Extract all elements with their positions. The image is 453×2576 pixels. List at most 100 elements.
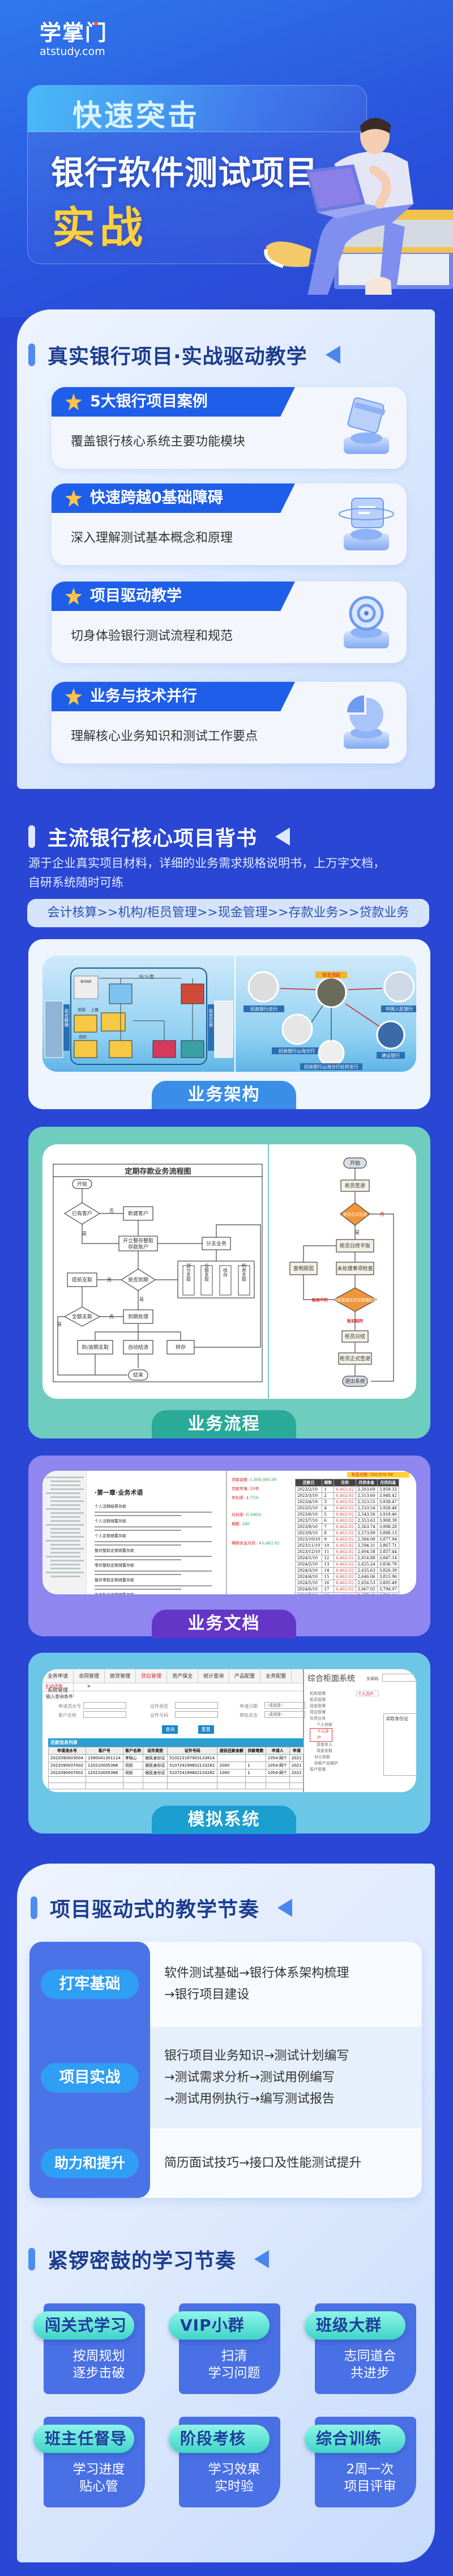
system-tab[interactable]: 系统管理 [42, 1684, 74, 1697]
tree-item[interactable]: 个人存款 [317, 1722, 332, 1727]
outline-line[interactable] [46, 1492, 80, 1494]
cash-trade-label: 现金交易 [208, 1009, 213, 1028]
outline-line[interactable] [46, 1508, 80, 1510]
table-cell: 510724199602133282 [166, 1762, 218, 1769]
tree-item[interactable]: 个人开户 [310, 1728, 332, 1742]
trade-code-input[interactable] [382, 1674, 416, 1682]
loan-amount-label: 贷款金额: [232, 1478, 249, 1482]
feature-tab [52, 387, 295, 417]
flow-label: 全额支取 [72, 1313, 92, 1320]
outline-line[interactable] [50, 1552, 80, 1554]
table-cell: 2000 [217, 1762, 246, 1769]
outline-line[interactable] [50, 1560, 84, 1561]
desc-line: 学习效果 [208, 2462, 260, 2477]
tree-item[interactable]: 现金存入 [317, 1742, 332, 1747]
flow-connector [57, 1316, 127, 1376]
outline-line[interactable] [50, 1544, 80, 1546]
system-tab[interactable]: 贷后管理 [136, 1670, 168, 1683]
table-cell: 2023/3/10 [294, 1492, 323, 1499]
table-cell: 6,462.02 [334, 1548, 356, 1555]
tree-item[interactable]: 负债业务 [310, 1716, 326, 1721]
tree-item[interactable]: 现金管理 [310, 1704, 326, 1708]
outline-line[interactable] [46, 1540, 80, 1542]
table-cell: 李晓心 [122, 1754, 144, 1762]
column-header: 月供 [334, 1479, 356, 1487]
outline-line[interactable] [50, 1520, 80, 1522]
table-cell: 3 [322, 1499, 335, 1505]
system-tab[interactable]: 合同管理 [74, 1670, 105, 1683]
outline-line[interactable] [50, 1536, 84, 1538]
tree-item[interactable]: 现金支取 [317, 1749, 332, 1753]
field-input[interactable] [83, 1711, 126, 1718]
counter-tab[interactable]: 个人开户 [356, 1691, 379, 1696]
loan-spreadsheet: 贷款金额: 1,000,000.00 贷款年限: 20年 年利率: 4.75% … [227, 1471, 416, 1594]
column-header: 申请流水号 [48, 1747, 86, 1755]
table-cell [166, 1776, 218, 1783]
reset-button[interactable]: 重置 [198, 1725, 214, 1734]
flow-node [238, 1265, 250, 1296]
field-select[interactable]: --请选择-- [264, 1702, 305, 1709]
table-header-row: 申请流水号客户号客户名称证件类型证件号码提前还款金额供款笔数申请人申请 [48, 1747, 305, 1755]
tree-item[interactable]: 客户管理 [310, 1767, 326, 1772]
outline-line[interactable] [50, 1484, 80, 1486]
outline-line[interactable] [50, 1488, 84, 1490]
flow-label: 是否到期 [128, 1276, 148, 1283]
field-select[interactable]: --请选择-- [264, 1711, 305, 1718]
table-cell: 3,938.47 [377, 1499, 399, 1505]
outline-line[interactable] [50, 1576, 80, 1577]
close-icon[interactable]: ✕ [87, 1684, 91, 1689]
table-cell: 2,573.89 [355, 1530, 378, 1537]
subtab-active-repayment[interactable]: 主动还款 [45, 1684, 63, 1689]
tree-item[interactable]: 柜员管理 [310, 1697, 326, 1702]
read-id-panel[interactable]: 读取身份证 [383, 1713, 416, 1776]
tree-item[interactable]: 凭证管理 [310, 1710, 326, 1714]
loan-amount: 1,000,000.00 [250, 1478, 277, 1482]
features-title: 真实银行项目·实战驱动教学 [48, 345, 307, 368]
desc-line: 贴心管 [79, 2479, 118, 2494]
desc-line: 逐步击破 [72, 2366, 125, 2380]
outline-line[interactable] [50, 1528, 80, 1530]
field-input[interactable] [83, 1702, 126, 1709]
flow-label: 转存 [176, 1344, 186, 1351]
table-cell: 1000 [217, 1769, 246, 1777]
outline-line[interactable] [46, 1524, 84, 1526]
system-tab[interactable]: 放贷管理 [105, 1670, 136, 1683]
field-input[interactable] [175, 1702, 218, 1709]
system-tab[interactable]: 业务配置 [260, 1670, 292, 1683]
outline-line[interactable] [50, 1532, 80, 1534]
tree-item[interactable]: 存款产品维护 [314, 1761, 338, 1766]
panel-business-flow: 定期存款业务流程图否是否是否是开始已有客户新建客户开立整存整取存款账户分支业务部… [28, 1127, 430, 1438]
flow-label: 是 [57, 1322, 62, 1327]
outline-line[interactable] [50, 1480, 80, 1482]
outline-line[interactable] [46, 1572, 84, 1573]
outline-line[interactable] [46, 1556, 80, 1558]
field-input[interactable] [175, 1711, 218, 1718]
outline-line[interactable] [46, 1476, 84, 1478]
outline-line[interactable] [50, 1564, 80, 1565]
outline-line[interactable] [50, 1512, 84, 1514]
triangle-icon [277, 1899, 293, 1917]
table-cell: 居民身份证 [143, 1769, 168, 1777]
outline-line[interactable] [50, 1516, 80, 1518]
tree-item[interactable]: 对公存款 [314, 1755, 330, 1759]
system-tab[interactable]: 统计查询 [198, 1670, 230, 1683]
field-label: 证件号码 [150, 1713, 168, 1718]
outline-line[interactable] [50, 1548, 84, 1550]
query-button[interactable]: 查询 [162, 1725, 178, 1734]
system-tab[interactable]: 资产保全 [167, 1670, 199, 1683]
tree-item[interactable]: 机构管理 [310, 1691, 326, 1696]
panel-label: 模拟系统 [152, 1806, 296, 1834]
outline-line[interactable] [50, 1500, 84, 1502]
doc-term: 个人活期结算存款 [95, 1504, 218, 1516]
outline-line[interactable] [50, 1496, 80, 1498]
outline-line[interactable] [50, 1568, 80, 1569]
system-tab[interactable]: 产品配置 [229, 1670, 261, 1683]
system-tab[interactable]: 业务申请 [42, 1670, 74, 1683]
outline-line[interactable] [50, 1504, 80, 1506]
stage-row: 简历面试技巧→接口及性能测试提升 [150, 2128, 422, 2198]
